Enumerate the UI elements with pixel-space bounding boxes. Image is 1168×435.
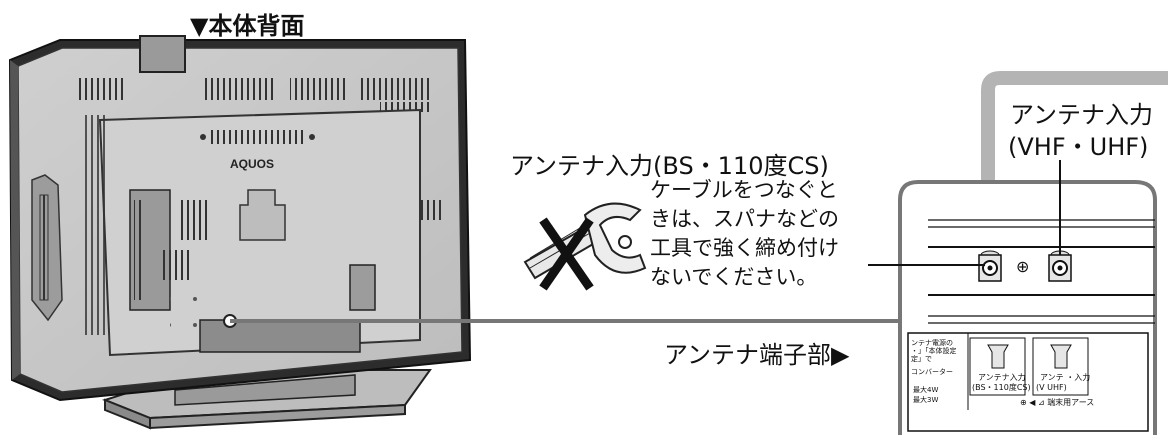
panel-bs-label-2: (BS・110度CS) <box>972 382 1031 392</box>
bs-connector <box>978 250 1002 282</box>
panel-note-1: ンテナ電源の <box>911 338 953 347</box>
caution-line-1: ケーブルをつなぐと <box>650 178 838 202</box>
caution-line-3: 工具で強く締め付け <box>650 236 839 260</box>
page-title: ▼本体背面 <box>190 12 305 40</box>
caution-line-2: きは、スパナなどの <box>650 207 839 231</box>
panel-vhf-label-2: (V UHF) <box>1036 383 1067 392</box>
terminal-detail-panel: ⊕ ンテナ電源の ・」「本体設定 定」で コンバーター 最大4W 最大3W アン… <box>898 160 1157 435</box>
antenna-terminal-section-label: アンテナ端子部▶ <box>664 341 850 369</box>
panel-note-4: コンバーター <box>911 367 953 376</box>
panel-note-2: ・」「本体設定 <box>911 346 957 355</box>
tv-brand-logo: AQUOS <box>230 157 274 171</box>
panel-note-5: 最大4W <box>913 385 938 394</box>
panel-vhf-label-1: アンテ ・入力 <box>1040 372 1090 382</box>
panel-note-3: 定」で <box>911 354 932 363</box>
no-wrench-icon <box>523 202 647 291</box>
vhf-connector <box>1048 250 1072 282</box>
panel-bs-label-1: アンテナ入力 <box>978 372 1026 382</box>
panel-ground-text: ⊕ ◀ ⊿ 端末用アース <box>1020 397 1094 407</box>
tv-back-illustration: AQUOS <box>8 35 472 430</box>
vhf-antenna-input-label: アンテナ入力 <box>1010 101 1154 129</box>
bs-antenna-input-label: アンテナ入力(BS・110度CS) <box>510 152 829 180</box>
ground-symbol-icon: ⊕ <box>1016 257 1029 276</box>
cable-arrow-bs <box>981 71 1168 225</box>
vhf-antenna-input-sublabel: (VHF・UHF) <box>1008 133 1149 161</box>
caution-text: ケーブルをつなぐと きは、スパナなどの 工具で強く締め付け ないでください。 <box>650 176 870 292</box>
caution-line-4: ないでください。 <box>650 265 818 289</box>
panel-note-6: 最大3W <box>913 395 938 404</box>
